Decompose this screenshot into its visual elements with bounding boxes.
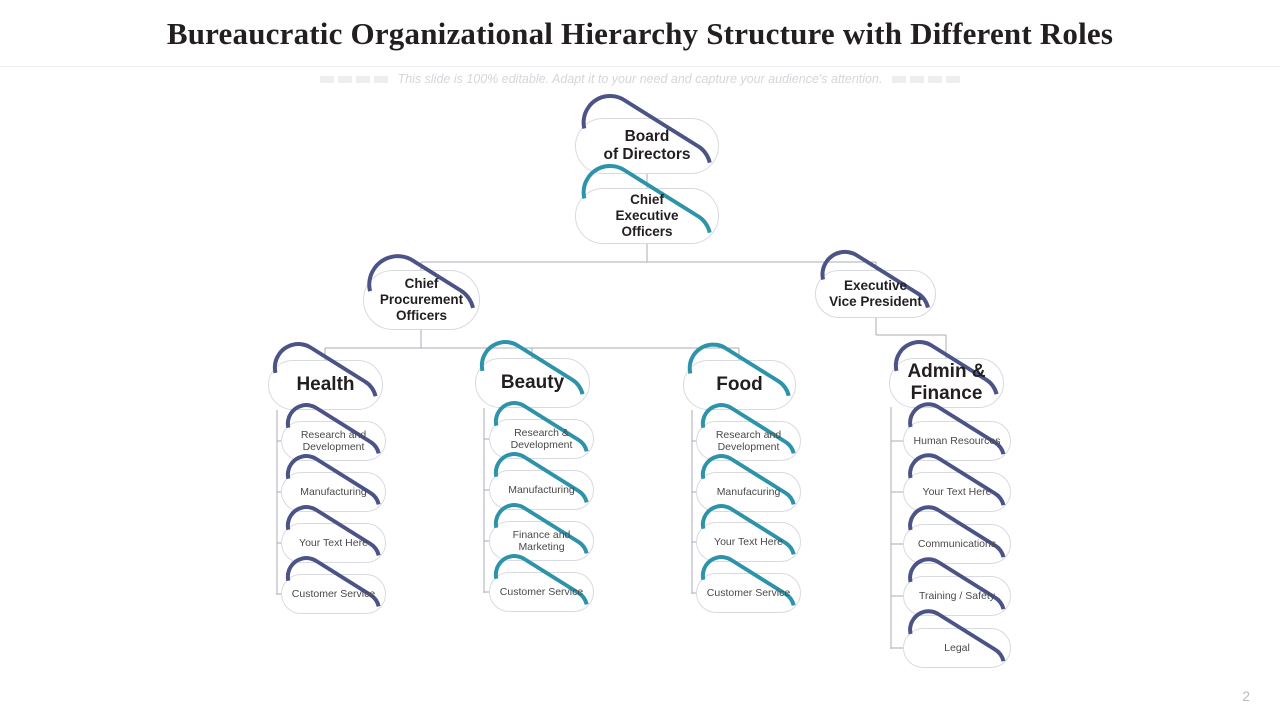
node-label: Research and Development bbox=[300, 428, 367, 453]
dash-icon bbox=[355, 75, 370, 83]
node-beauty-item-2[interactable]: Finance and Marketing bbox=[489, 521, 594, 561]
node-label: Beauty bbox=[500, 371, 565, 393]
node-label: Customer Service bbox=[291, 587, 376, 600]
node-beauty-item-1[interactable]: Manufacturing bbox=[489, 470, 594, 510]
node-label: Health bbox=[296, 373, 355, 395]
node-admin-item-2[interactable]: Communications bbox=[903, 524, 1011, 564]
subtitle-text: This slide is 100% editable. Adapt it to… bbox=[397, 72, 883, 86]
dash-icon bbox=[910, 75, 925, 83]
node-label: Your Text Here bbox=[922, 485, 992, 498]
node-admin-item-0[interactable]: Human Resources bbox=[903, 421, 1011, 461]
dash-decoration-left bbox=[319, 75, 388, 83]
page-number: 2 bbox=[1242, 688, 1250, 704]
node-health-item-0[interactable]: Research and Development bbox=[281, 421, 386, 461]
node-admin-item-1[interactable]: Your Text Here bbox=[903, 472, 1011, 512]
node-food-item-2[interactable]: Your Text Here bbox=[696, 522, 801, 562]
node-label: Legal bbox=[944, 641, 970, 654]
node-label: Finance and Marketing bbox=[512, 528, 571, 553]
node-label: Admin & Finance bbox=[907, 360, 986, 404]
node-label: Human Resources bbox=[913, 434, 1001, 447]
title-divider bbox=[0, 66, 1280, 67]
node-label: Customer Service bbox=[706, 586, 791, 599]
dash-icon bbox=[946, 75, 961, 83]
node-food-item-3[interactable]: Customer Service bbox=[696, 573, 801, 613]
node-category-beauty[interactable]: Beauty bbox=[475, 358, 590, 408]
node-food-item-1[interactable]: Manufacuring bbox=[696, 472, 801, 512]
node-category-admin-finance[interactable]: Admin & Finance bbox=[889, 358, 1004, 408]
node-health-item-2[interactable]: Your Text Here bbox=[281, 523, 386, 563]
dash-decoration-right bbox=[892, 75, 961, 83]
node-label: Food bbox=[716, 373, 763, 395]
subtitle-row: This slide is 100% editable. Adapt it to… bbox=[0, 72, 1280, 86]
dash-icon bbox=[337, 75, 352, 83]
node-label: Manufacturing bbox=[300, 485, 367, 498]
node-label: Research & Development bbox=[510, 426, 573, 451]
dash-icon bbox=[319, 75, 334, 83]
node-label: Training / Safety bbox=[918, 589, 996, 602]
page-title: Bureaucratic Organizational Hierarchy St… bbox=[166, 16, 1114, 51]
node-admin-item-3[interactable]: Training / Safety bbox=[903, 576, 1011, 616]
node-label: Manufacturing bbox=[508, 483, 575, 496]
node-beauty-item-3[interactable]: Customer Service bbox=[489, 572, 594, 612]
dash-icon bbox=[373, 75, 388, 83]
node-label: Your Text Here bbox=[714, 535, 783, 548]
dash-icon bbox=[928, 75, 943, 83]
node-beauty-item-0[interactable]: Research & Development bbox=[489, 419, 594, 459]
node-label: Manufacuring bbox=[716, 485, 781, 498]
node-label: Research and Development bbox=[715, 428, 782, 453]
node-health-item-3[interactable]: Customer Service bbox=[281, 574, 386, 614]
dash-icon bbox=[892, 75, 907, 83]
node-label: Communications bbox=[917, 537, 997, 550]
node-category-food[interactable]: Food bbox=[683, 360, 796, 410]
node-label: Customer Service bbox=[499, 585, 584, 598]
node-health-item-1[interactable]: Manufacturing bbox=[281, 472, 386, 512]
node-food-item-0[interactable]: Research and Development bbox=[696, 421, 801, 461]
node-admin-item-4[interactable]: Legal bbox=[903, 628, 1011, 668]
node-label: Your Text Here bbox=[299, 536, 368, 549]
node-category-health[interactable]: Health bbox=[268, 360, 383, 410]
